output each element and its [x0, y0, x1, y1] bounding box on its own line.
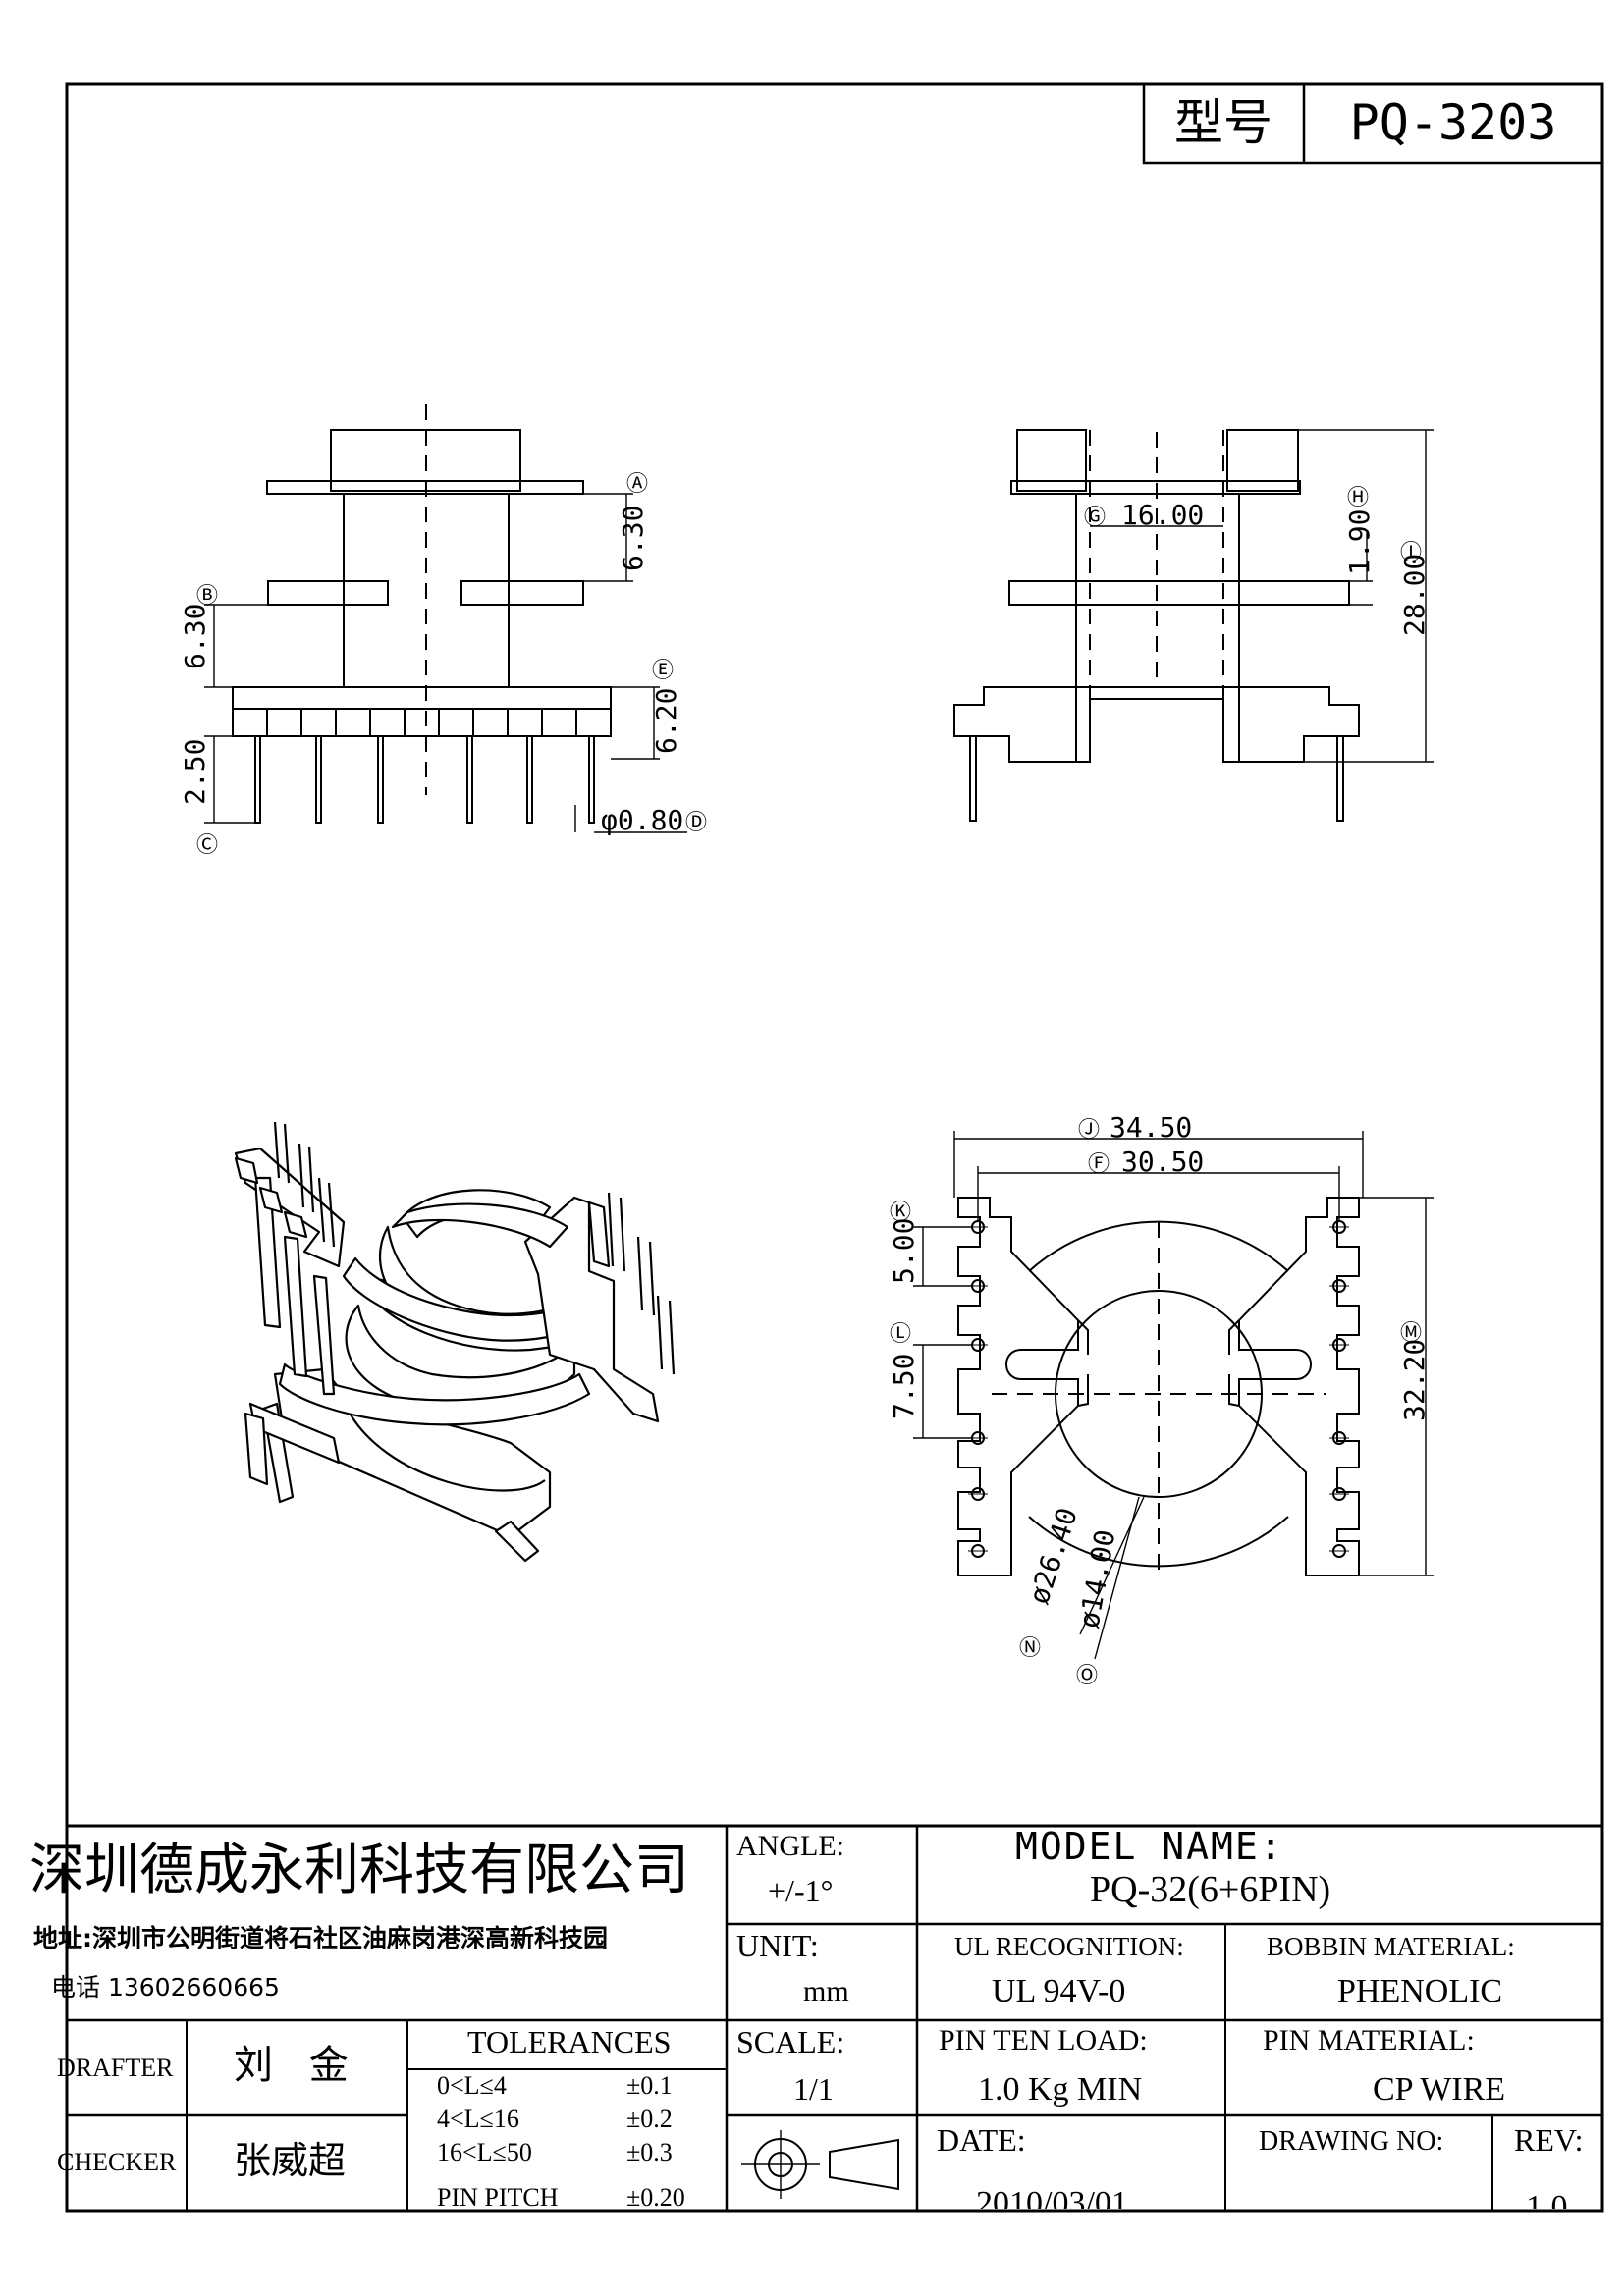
unit-label: UNIT: — [736, 1928, 819, 1963]
angle-value: +/-1° — [768, 1873, 834, 1908]
dim-l-label: Ⓛ — [890, 1321, 911, 1346]
tolerance-value-1: ±0.1 — [626, 2071, 673, 2100]
scale-value: 1/1 — [793, 2071, 834, 2107]
rev-clip: 1.0 — [1496, 2171, 1598, 2210]
side-view-dimensions: Ⓖ 16.00 Ⓗ 1.90 Ⓘ 28.00 — [1084, 485, 1431, 636]
tolerances-label: TOLERANCES — [467, 2024, 672, 2059]
dim-o-label: Ⓞ — [1076, 1663, 1098, 1687]
dim-i-label: Ⓘ — [1400, 540, 1422, 564]
tolerance-range-1: 0<L≤4 — [437, 2071, 507, 2100]
pin-material-label: PIN MATERIAL: — [1263, 2024, 1475, 2056]
dim-g-label: Ⓖ — [1084, 505, 1106, 529]
dim-f-label: Ⓕ — [1088, 1151, 1110, 1176]
tolerance-range-3: 16<L≤50 — [437, 2138, 532, 2166]
tolerance-row-4-clip: PIN PITCH ±0.20 — [432, 2171, 722, 2208]
date-value: 2010/03/01 — [976, 2185, 1128, 2210]
dim-i-value: 28.00 — [1398, 554, 1431, 636]
top-title-box: 型号 PQ-3203 — [1142, 82, 1604, 165]
dim-k-value: 5.00 — [888, 1218, 920, 1284]
bobbin-material-label: BOBBIN MATERIAL: — [1267, 1932, 1515, 1961]
pin-ten-load-label: PIN TEN LOAD: — [939, 2024, 1148, 2056]
rev-label: REV: — [1514, 2122, 1584, 2158]
outer-arc-top — [1028, 1220, 1289, 1272]
tolerance-value-4: ±0.20 — [626, 2183, 685, 2208]
dim-g-value: 16.00 — [1121, 499, 1204, 531]
ul-recognition-label: UL RECOGNITION: — [954, 1932, 1184, 1961]
drawing-no-label: DRAWING NO: — [1259, 2126, 1444, 2157]
dim-h-value: 1.90 — [1343, 509, 1376, 575]
company-phone: 电话 13602660665 — [51, 1973, 280, 2002]
front-view-dimensions: Ⓐ 6.30 Ⓑ 6.30 Ⓒ 2.50 φ0.80 Ⓓ Ⓔ 6.20 — [179, 471, 707, 857]
dim-a-label: Ⓐ — [626, 471, 648, 496]
checker-label: CHECKER — [57, 2148, 177, 2176]
tolerance-range-4: PIN PITCH — [437, 2183, 559, 2208]
unit-value: mm — [803, 1975, 849, 2007]
dim-h-label: Ⓗ — [1347, 485, 1369, 509]
dim-l-value: 7.50 — [888, 1354, 920, 1419]
pin-ten-load-value: 1.0 Kg MIN — [978, 2071, 1143, 2108]
dim-b-value: 6.30 — [179, 604, 211, 669]
tolerance-range-2: 4<L≤16 — [437, 2105, 519, 2133]
dim-j-value: 34.50 — [1110, 1111, 1192, 1144]
dim-o-value: ø14.00 — [1072, 1527, 1121, 1630]
drafter-name: 刘 金 — [234, 2043, 360, 2088]
front-view — [204, 404, 687, 833]
dim-m-value: 32.20 — [1398, 1339, 1431, 1421]
side-view — [953, 429, 1434, 822]
company-name: 深圳德成永利科技有限公司 — [29, 1839, 689, 1902]
pin-slots — [266, 709, 577, 736]
part-number: PQ-3203 — [1350, 94, 1557, 151]
dim-e-value: 6.20 — [650, 688, 682, 754]
date-label: DATE: — [937, 2122, 1026, 2158]
dim-d-label: Ⓓ — [685, 810, 707, 834]
dim-e-label: Ⓔ — [652, 658, 674, 682]
rev-value: 1.0 — [1526, 2189, 1568, 2210]
model-label-cn: 型号 — [1174, 95, 1272, 150]
checker-name: 张威超 — [234, 2139, 347, 2182]
projection-symbol — [741, 2130, 899, 2199]
drafter-label: DRAFTER — [57, 2054, 174, 2082]
dim-a-value: 6.30 — [617, 506, 649, 571]
dim-f-value: 30.50 — [1121, 1146, 1204, 1178]
title-block-grid — [67, 1824, 1602, 2211]
dim-b-label: Ⓑ — [196, 583, 218, 608]
ul-recognition-value: UL 94V-0 — [992, 1973, 1126, 2009]
tolerance-value-3: ±0.3 — [626, 2138, 673, 2166]
dim-m-label: Ⓜ — [1400, 1320, 1422, 1345]
model-name-value: PQ-32(6+6PIN) — [1090, 1869, 1331, 1910]
bottom-view — [913, 1131, 1434, 1660]
bobbin-material-value: PHENOLIC — [1337, 1973, 1503, 2009]
dim-c-value: 2.50 — [179, 739, 211, 805]
bottom-view-dimensions: Ⓙ 34.50 Ⓕ 30.50 Ⓚ 5.00 Ⓛ 7.50 Ⓜ 32.20 ø2… — [888, 1111, 1431, 1687]
date-clip: 2010/03/01 — [923, 2160, 1218, 2210]
dim-k-label: Ⓚ — [890, 1200, 911, 1224]
pins — [254, 735, 595, 824]
sheet-border — [65, 82, 1604, 2213]
dim-d-value: φ0.80 — [601, 804, 683, 836]
company-address: 地址:深圳市公明街道将石社区油麻岗港深高新科技园 — [33, 1924, 608, 1952]
dim-n-label: Ⓝ — [1019, 1635, 1041, 1660]
model-name-label: MODEL NAME: — [1015, 1825, 1284, 1868]
tolerance-value-2: ±0.2 — [626, 2105, 673, 2133]
pin-material-value: CP WIRE — [1373, 2071, 1506, 2108]
dim-c-label: Ⓒ — [196, 832, 218, 857]
angle-label: ANGLE: — [736, 1830, 844, 1862]
dim-j-label: Ⓙ — [1078, 1117, 1100, 1142]
isometric-view — [234, 1121, 676, 1563]
scale-label: SCALE: — [736, 2024, 845, 2059]
